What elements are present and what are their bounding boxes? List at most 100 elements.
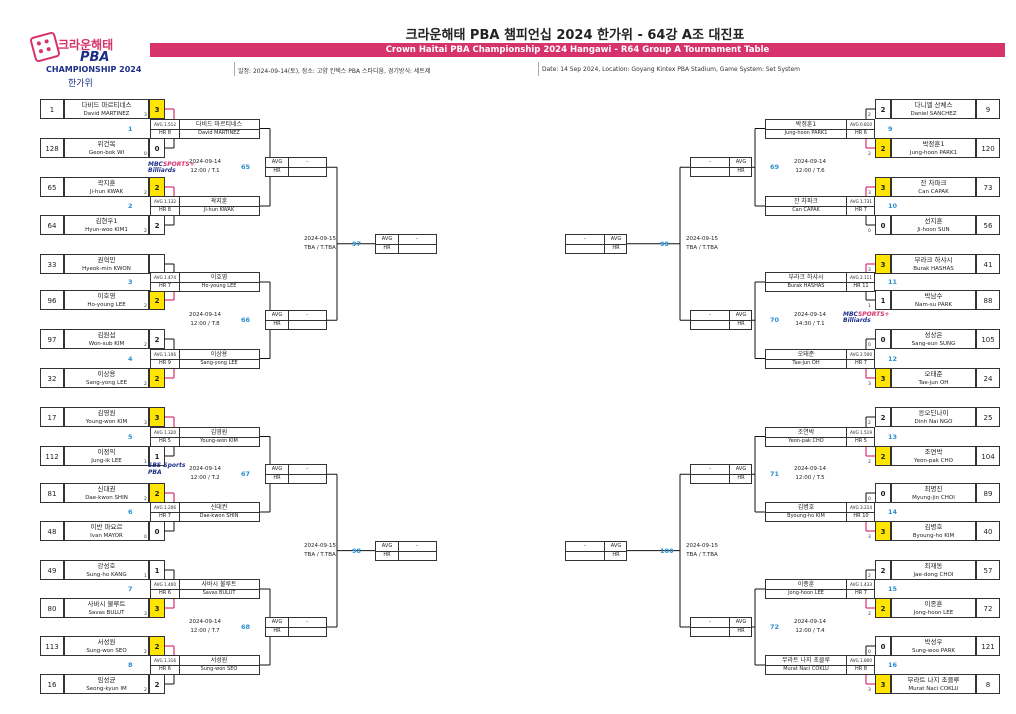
player-name-en: Yeon-pak CHO xyxy=(914,458,953,464)
player-name-en: Daniel SANCHEZ xyxy=(910,111,957,117)
player-name-kr: 조연박 xyxy=(924,448,943,456)
match-number: 4 xyxy=(128,354,133,363)
player-name-kr: 무라트 나지 초클루 xyxy=(907,676,960,684)
player-name-en: Dae-kwon SHIN xyxy=(85,495,128,501)
player-name-kr: 이정익 xyxy=(97,448,116,456)
match-time: 12:00 / T.2 xyxy=(190,475,220,482)
average: AVG 3.214 xyxy=(846,503,875,513)
match-time: 12:00 / T.1 xyxy=(190,168,220,175)
average: AVG 1.433 xyxy=(846,580,875,590)
player-name-en: Burak HASHAS xyxy=(787,283,825,289)
player-name-en: Jung-hoon PARK1 xyxy=(784,129,828,136)
score-tiny: 2 xyxy=(868,460,871,465)
match-number: 66 xyxy=(241,316,251,325)
player-score: 3 xyxy=(875,521,891,541)
score-tiny: 3 xyxy=(144,612,147,617)
average: AVG xyxy=(729,618,752,628)
player-seed: 48 xyxy=(40,521,64,541)
average: AVG xyxy=(266,158,289,169)
match-number: 16 xyxy=(888,661,898,669)
player-score: 2 xyxy=(875,598,891,618)
match-number: 12 xyxy=(888,354,898,363)
player-score: 3 xyxy=(149,99,165,119)
player-score: 2 xyxy=(149,636,165,656)
score-tiny: 2 xyxy=(144,304,147,309)
player-name-en: Dae-kwon SHIN xyxy=(199,513,239,519)
player-score: 2 xyxy=(149,215,165,235)
average: AVG xyxy=(729,158,752,169)
player-name-kr: 선지훈 xyxy=(924,217,943,225)
average: AVG 2.500 xyxy=(846,349,875,360)
player-name-en: Ho-young LEE xyxy=(201,283,237,289)
page-title: 크라운해태 PBA 챔피언십 2024 한가위 - 64강 A조 대진표 xyxy=(405,28,745,43)
player-name-kr: 신대권 xyxy=(179,503,259,513)
mbc-sports-plus: SPORTS+ xyxy=(857,311,890,318)
high-run: HR 10 xyxy=(846,512,875,521)
player-name-tbd: - xyxy=(288,618,326,628)
player-name-tbd: - xyxy=(288,465,326,476)
match-number: 15 xyxy=(888,585,898,593)
mbc-text: MBCSPORTS+ xyxy=(843,311,890,318)
score-tiny: 3 xyxy=(868,191,871,196)
player-seed: 80 xyxy=(40,598,64,618)
player-score: 0 xyxy=(875,483,891,503)
player-seed: 72 xyxy=(976,598,1000,618)
sbs-text: SBS Sports xyxy=(148,462,186,469)
player-name-en: Ho-young LEE xyxy=(87,302,126,308)
player-name-en: Savas BULUT xyxy=(202,590,236,596)
player-name-kr: 곽지훈 xyxy=(97,179,116,187)
player-name-en: Nam-su PARK xyxy=(914,302,953,308)
player-name-kr: 이반 마요르 xyxy=(90,523,123,531)
player-score: 2 xyxy=(149,177,165,197)
player-name-en: Tae-jun OH xyxy=(792,359,820,366)
player-name-kr: 김병호 xyxy=(924,523,943,531)
player-name-en: Yeon-pak CHO xyxy=(788,437,824,444)
player-name-tbd-en xyxy=(566,551,604,560)
match-number: 98 xyxy=(352,546,362,555)
score-tiny: 3 xyxy=(868,535,871,540)
player-name-en: Jong-hoon LEE xyxy=(913,610,954,616)
player-name-kr: 잔 차파크 xyxy=(920,179,947,187)
high-run: HR 8 xyxy=(151,128,180,138)
player-name-en: Ji-hoon SUN xyxy=(917,227,950,233)
average: AVG xyxy=(266,618,289,628)
player-name-kr: 다비드 마르티네스 xyxy=(81,101,132,109)
player-name: 선지훈 Ji-hoon SUN xyxy=(891,215,976,235)
player-score: 3 xyxy=(875,177,891,197)
player-name-en: Won-sub KIM xyxy=(88,341,125,347)
player-name-kr: 성상은 xyxy=(924,331,943,339)
player-seed: 32 xyxy=(40,368,64,388)
match-number: 9 xyxy=(888,124,893,133)
high-run: HR 8 xyxy=(151,206,180,215)
player-name-tbd-en xyxy=(691,320,729,329)
event-info-en: Date: 14 Sep 2024, Location: Goyang Kint… xyxy=(542,66,801,73)
mbc-sports-logo: MBCSPORTS+Billiards xyxy=(843,312,890,324)
player-name-tbd: - xyxy=(691,618,729,628)
match-number: 5 xyxy=(128,432,133,441)
high-run: HR xyxy=(376,243,399,253)
score-tiny: 2 xyxy=(868,152,871,157)
player-name-en: Sang-eun SUNG xyxy=(911,341,956,347)
average: AVG 1.731 xyxy=(846,197,875,207)
player-name-kr: 박남수 xyxy=(924,292,943,300)
player-score: 0 xyxy=(149,138,165,158)
player-seed: 128 xyxy=(40,138,64,158)
match-time: TBA / T.TBA xyxy=(686,244,718,251)
average: AVG xyxy=(376,234,399,245)
high-run: HR xyxy=(729,320,752,330)
score-tiny: 2 xyxy=(868,612,871,617)
player-score: 2 xyxy=(875,446,891,466)
player-seed: 97 xyxy=(40,329,64,349)
player-seed: 113 xyxy=(40,636,64,656)
high-run: HR 7 xyxy=(151,282,180,291)
